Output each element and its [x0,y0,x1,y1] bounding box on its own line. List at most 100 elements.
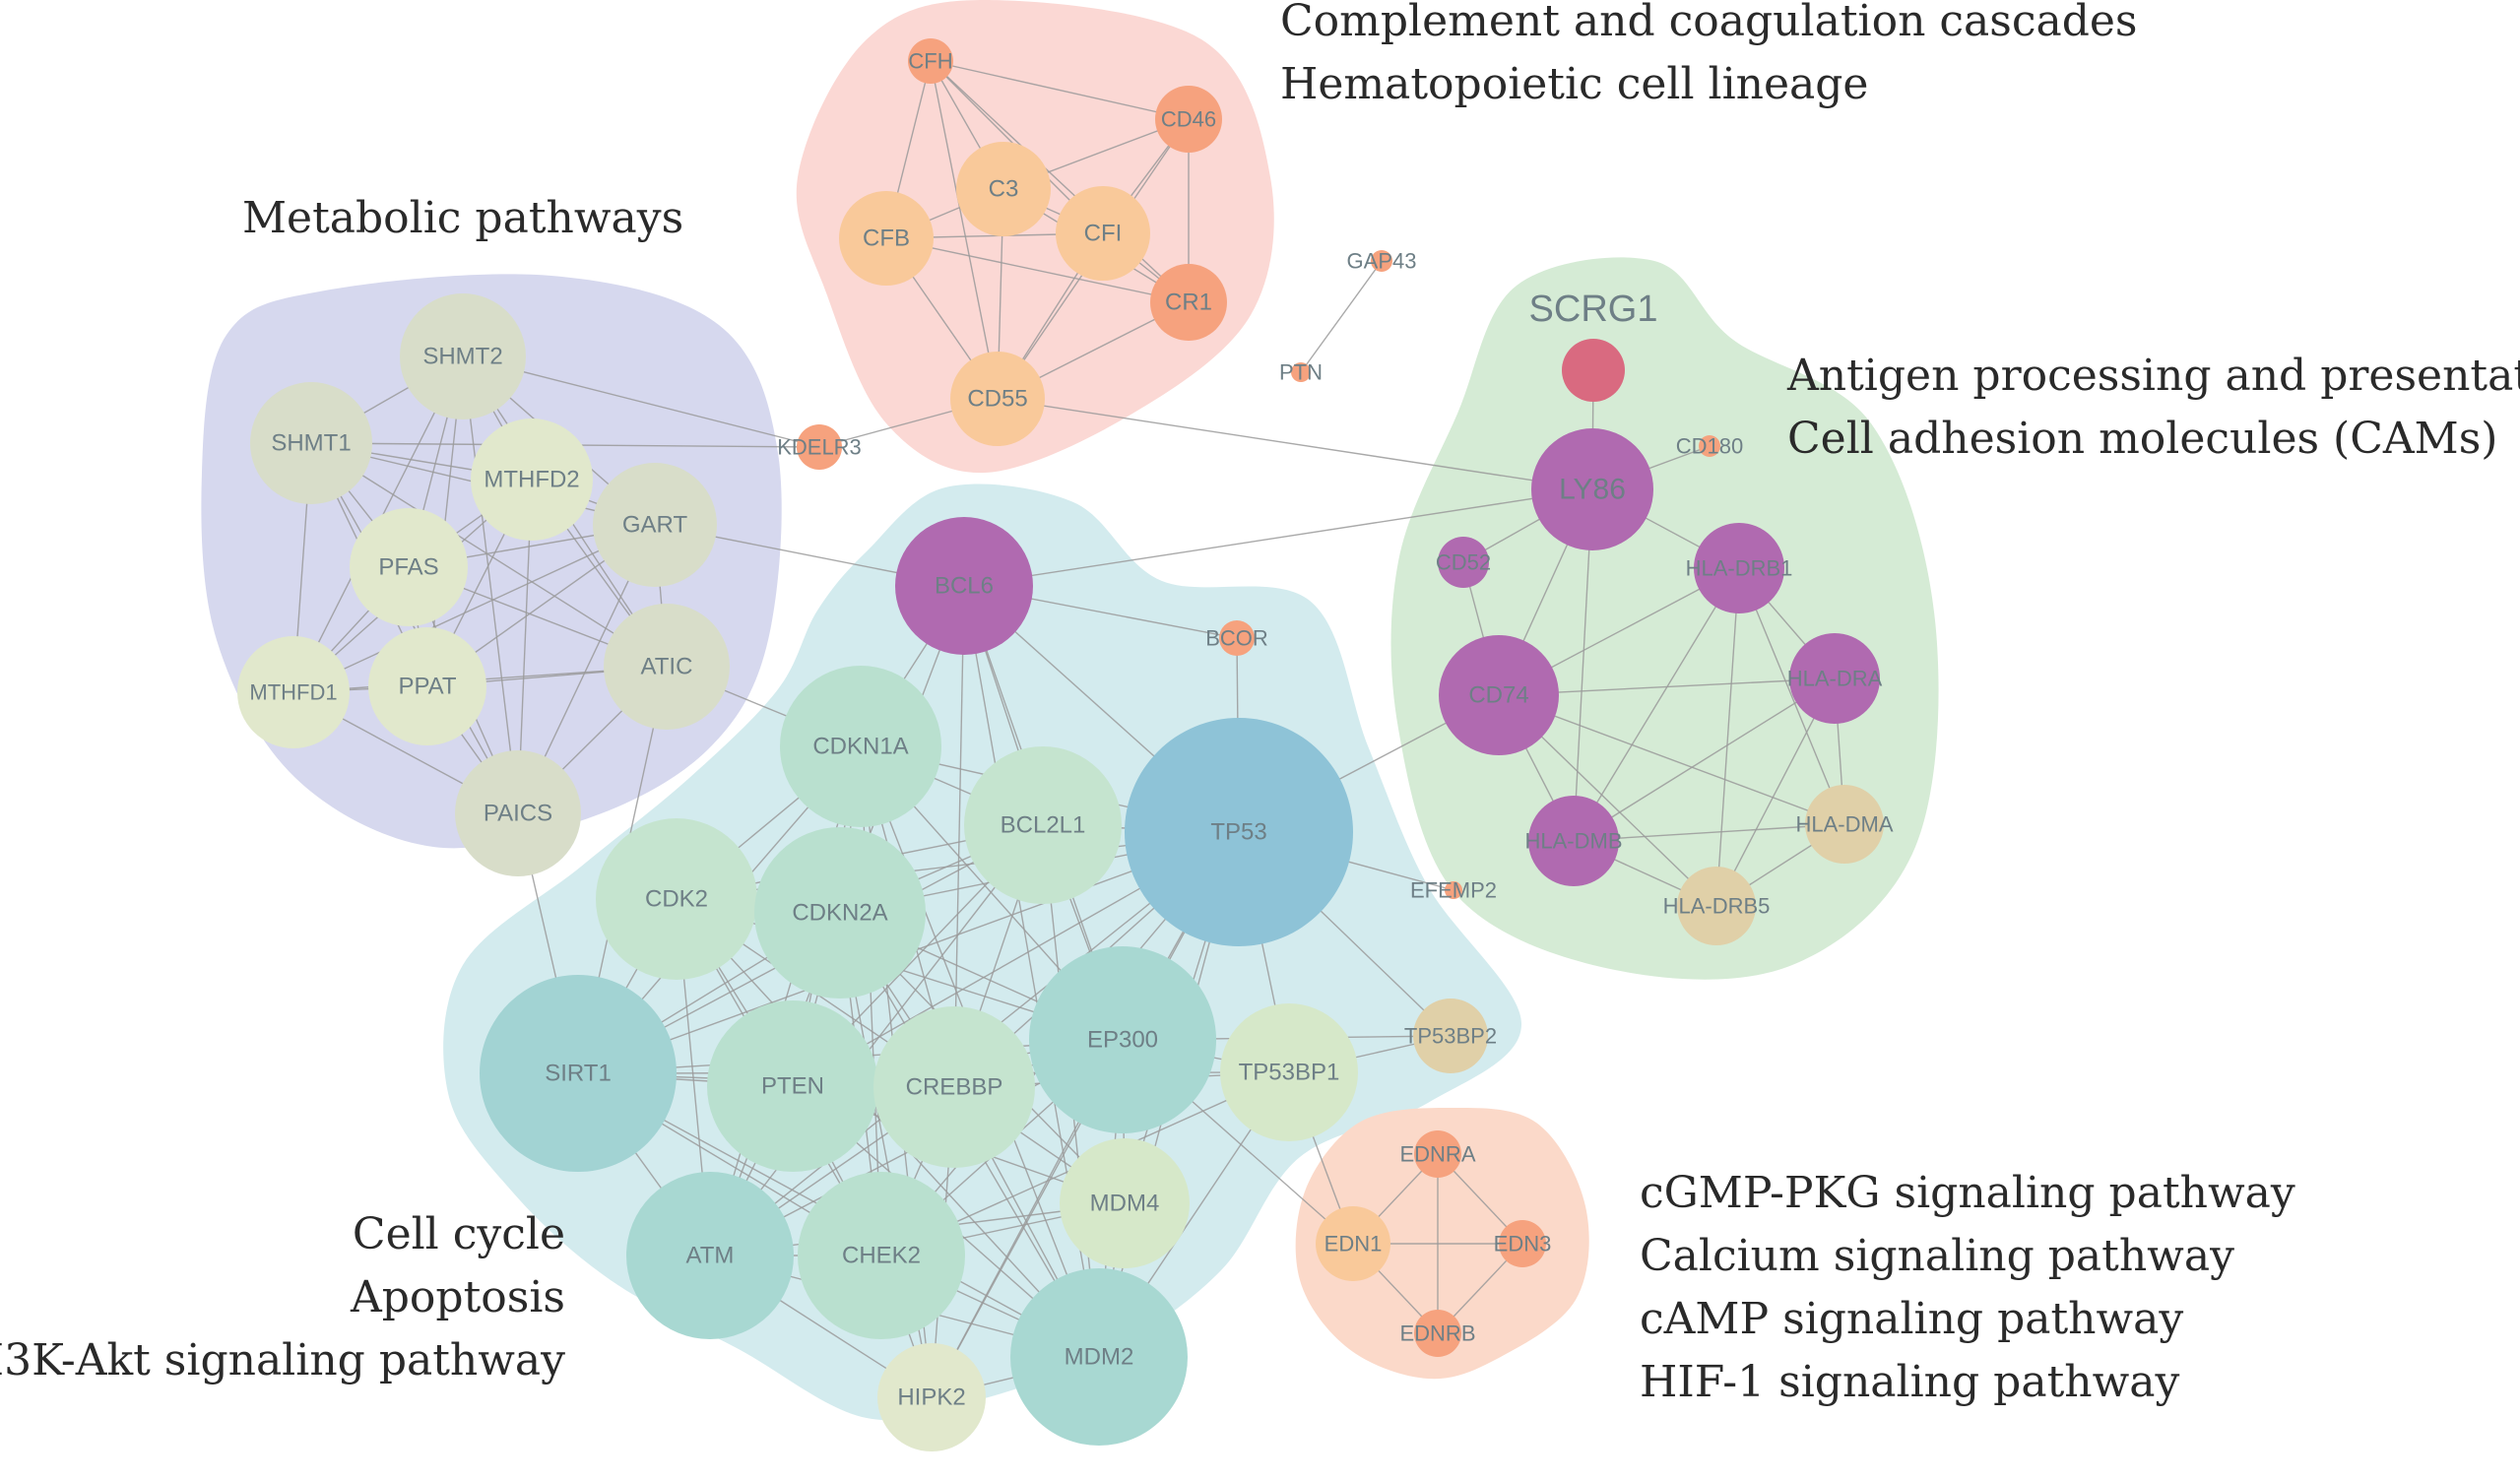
node-bcor[interactable] [1219,620,1255,656]
node-hla-drb1[interactable] [1694,523,1784,613]
node-chek2[interactable] [798,1172,965,1339]
node-cdkn1a[interactable] [780,666,941,827]
node-label-ep300: EP300 [1087,1027,1158,1054]
pathway-line: Complement and coagulation cascades [1280,0,2138,46]
edge-cfh-cd55 [930,60,999,400]
node-hipk2[interactable] [877,1343,986,1451]
node-cfh[interactable] [908,38,953,84]
node-label-cdkn1a: CDKN1A [812,734,908,760]
node-mthfd1[interactable] [237,636,350,748]
node-label-hla-drb1: HLA-DRB1 [1686,556,1793,581]
node-tp53bp2[interactable] [1413,999,1488,1073]
node-cr1[interactable] [1150,264,1227,341]
node-label-cfb: CFB [863,226,910,252]
node-label-hla-dmb: HLA-DMB [1524,829,1622,854]
pathway-line: Calcium signaling pathway [1640,1231,2234,1281]
node-gart[interactable] [593,463,717,587]
node-label-shmt1: SHMT1 [271,430,351,457]
node-cfi[interactable] [1056,186,1150,281]
node-ep300[interactable] [1029,946,1216,1133]
node-paics[interactable] [455,750,581,876]
node-label-tp53: TP53 [1210,819,1266,846]
node-label-hla-drb5: HLA-DRB5 [1663,894,1771,919]
node-scrg1[interactable] [1562,339,1625,402]
node-label-cfh: CFH [908,49,952,74]
node-label-bcl2l1: BCL2L1 [1001,812,1086,839]
node-efemp2[interactable] [1445,881,1462,899]
node-mdm4[interactable] [1060,1138,1190,1268]
cluster-antigen [1390,257,1939,980]
edge-bcl2l1-atm [709,824,1044,1256]
node-label-ednra: EDNRA [1399,1142,1475,1167]
node-cdk2[interactable] [596,818,757,980]
node-cdkn2a[interactable] [754,827,926,999]
node-hla-dra[interactable] [1789,633,1880,724]
node-label-bcor: BCOR [1205,626,1268,651]
node-pfas[interactable] [350,508,468,626]
node-label-shmt2: SHMT2 [422,344,502,370]
node-label-mthfd1: MTHFD1 [249,680,337,705]
edge-cfh-cd46 [930,60,1190,120]
node-label-hla-dra: HLA-DRA [1787,667,1883,691]
node-bcl6[interactable] [895,517,1033,655]
node-label-cfi: CFI [1084,221,1123,247]
node-shmt2[interactable] [400,293,526,419]
node-label-chek2: CHEK2 [842,1243,921,1269]
edge-cfh-cr1 [930,60,1190,303]
node-sirt1[interactable] [480,975,677,1172]
node-ly86[interactable] [1531,428,1653,550]
edge-gart-mthfd1 [292,524,656,693]
node-crebbp[interactable] [873,1006,1035,1168]
node-cd52[interactable] [1438,537,1489,588]
node-label-kdelr3: KDELR3 [777,435,862,460]
node-label-crebbp: CREBBP [906,1074,1003,1101]
node-mthfd2[interactable] [471,419,593,541]
node-label-ppat: PPAT [398,674,456,700]
node-bcl2l1[interactable] [964,746,1122,904]
edge-shmt1-paics [310,442,519,814]
node-cd74[interactable] [1439,635,1559,755]
pathway-label-complement: Complement and coagulation cascades Hema… [1280,0,2138,116]
node-atic[interactable] [604,604,730,730]
node-cfb[interactable] [839,191,934,286]
node-pten[interactable] [707,1000,878,1172]
node-edn1[interactable] [1316,1206,1390,1281]
node-label-pfas: PFAS [378,554,438,581]
node-label-mdm2: MDM2 [1065,1344,1134,1371]
node-kdelr3[interactable] [797,424,842,470]
node-ednra[interactable] [1414,1130,1461,1178]
node-cd55[interactable] [950,352,1045,446]
pathway-line: Apoptosis [350,1272,565,1322]
node-shmt1[interactable] [250,382,372,504]
pathway-label-cellcycle: Cell cycle Apoptosis PI3K-Akt signaling … [0,1203,565,1392]
pathway-line: cAMP signaling pathway [1640,1294,2184,1344]
node-ednrb[interactable] [1414,1310,1461,1357]
edge-cfb-cr1 [885,237,1190,303]
node-tp53[interactable] [1125,718,1353,946]
node-cd46[interactable] [1155,86,1222,153]
pathway-label-signaling: cGMP-PKG signaling pathway Calcium signa… [1640,1162,2295,1414]
pathway-line: Metabolic pathways [242,193,684,243]
node-edn3[interactable] [1499,1220,1546,1267]
node-mdm2[interactable] [1010,1268,1188,1446]
node-label-cd52: CD52 [1436,550,1491,575]
pathway-line: Cell cycle [352,1209,565,1259]
node-label-atic: ATIC [641,654,693,680]
node-label-atm: ATM [686,1243,735,1269]
node-hla-dmb[interactable] [1528,796,1619,886]
node-c3[interactable] [956,142,1051,236]
node-hla-dma[interactable] [1805,785,1884,864]
node-tp53bp1[interactable] [1220,1003,1358,1141]
node-cd180[interactable] [1699,435,1720,457]
node-label-edn1: EDN1 [1325,1232,1383,1256]
node-ptn[interactable] [1291,362,1311,382]
node-hla-drb5[interactable] [1677,867,1756,945]
node-gap43[interactable] [1371,250,1392,272]
node-label-cr1: CR1 [1165,290,1212,316]
node-atm[interactable] [626,1172,794,1339]
node-ppat[interactable] [368,627,486,745]
edge-hla-drb1-hla-dma [1738,567,1845,825]
node-label-paics: PAICS [484,801,552,827]
